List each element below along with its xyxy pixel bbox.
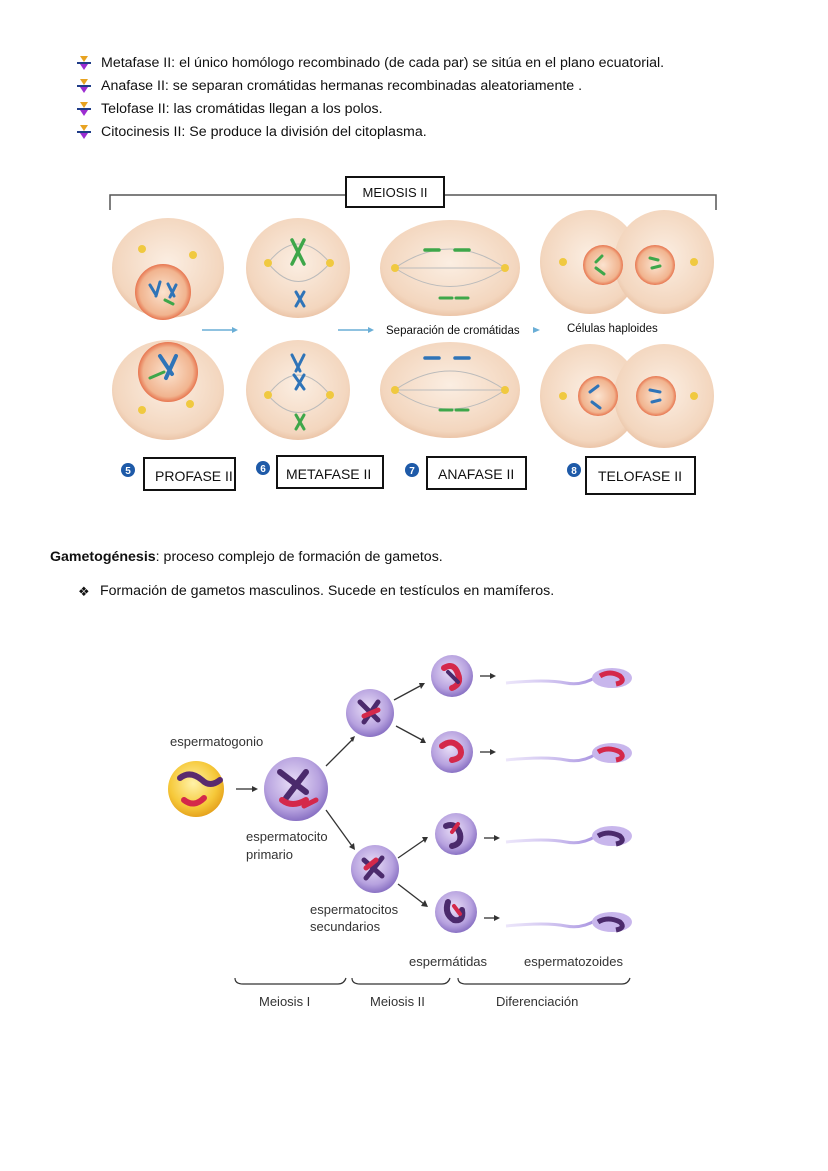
arrow-icon [393, 685, 421, 701]
primary-spermatocyte-label-1: espermatocito [246, 829, 328, 844]
arrow-icon [533, 327, 540, 333]
gametogenesis-definition: : proceso complejo de formación de gamet… [155, 549, 443, 565]
gametogenesis-paragraph: Gametogénesis: proceso complejo de forma… [50, 549, 443, 565]
spermatogonium-label: espermatogonio [170, 734, 263, 749]
spermatid-cell [431, 655, 473, 697]
bullet-text: Formación de gametos masculinos. Sucede … [100, 583, 555, 599]
stage-5: 5 PROFASE II [121, 457, 236, 491]
stage-number-badge [567, 463, 581, 477]
bullet-text: Anafase II: se separan cromátidas herman… [101, 78, 583, 94]
stage-number: 5 [125, 466, 131, 477]
spermatid-cell [435, 813, 477, 855]
list-item: Citocinesis II: Se produce la división d… [76, 121, 664, 144]
bullet-text: Metafase II: el único homólogo recombina… [101, 55, 665, 71]
down-arrow-bullet-icon [77, 102, 91, 116]
spermatids-label: espermátidas [409, 954, 488, 969]
spermatogonium-cell [168, 761, 224, 817]
spermatid-cell [431, 731, 473, 773]
arrow-icon [395, 725, 423, 741]
spermatogenesis-illustration: espermatogonio espermatocito primario [168, 655, 632, 1009]
bullet-text: Citocinesis II: Se produce la división d… [101, 124, 427, 140]
arrow-icon [325, 809, 353, 847]
anaphase-ii-cell-bottom [380, 342, 520, 438]
phase-label: Meiosis II [370, 994, 425, 1009]
list-item: Anafase II: se separan cromátidas herman… [76, 75, 664, 98]
arrow-icon [397, 839, 425, 859]
down-arrow-bullet-icon [77, 56, 91, 70]
meiosis-title-box [345, 176, 445, 208]
stage-number-badge [405, 463, 419, 477]
spermatogenesis-figure: espermatogonio espermatocito primario [0, 620, 828, 1030]
spermatid-cell [435, 891, 477, 933]
primary-spermatocyte-label-2: primario [246, 847, 293, 862]
stage-6: 6 METAFASE II [256, 455, 384, 489]
stage-8: 8 TELOFASE II [567, 456, 696, 495]
telophase-ii-cells-top [540, 210, 714, 314]
prophase-ii-cell-top [112, 218, 224, 320]
down-arrow-bullet-icon [77, 79, 91, 93]
spermatozoon [505, 912, 632, 933]
secondary-spermatocytes-label-2: secundarios [310, 919, 381, 934]
bullet-text: Telofase II: las cromátidas llegan a los… [101, 101, 383, 117]
phase-label: Diferenciación [496, 994, 578, 1009]
separation-label: Separación de cromátidas [386, 325, 520, 337]
down-arrow-bullet-icon [77, 125, 91, 139]
spermatozoa-label: espermatozoides [524, 954, 623, 969]
prophase-ii-cell-bottom [112, 340, 224, 440]
metaphase-ii-cell-bottom [246, 340, 350, 440]
stage-number-badge [121, 463, 135, 477]
spermatozoon [505, 743, 632, 763]
arrow-icon [325, 739, 353, 767]
stage-number: 7 [409, 466, 415, 477]
stage-label: METAFASE II [286, 466, 371, 482]
phase-bracket-meiosis-i [234, 977, 347, 985]
stage-number: 8 [571, 466, 577, 477]
list-item: Metafase II: el único homólogo recombina… [76, 52, 664, 75]
arrow-icon [397, 883, 425, 905]
primary-spermatocyte-cell [264, 757, 328, 821]
phase-label: Meiosis I [259, 994, 310, 1009]
list-item: Telofase II: las cromátidas llegan a los… [76, 98, 664, 121]
secondary-spermatocytes-label-1: espermatocitos [310, 902, 399, 917]
phase-bracket-differentiation [457, 977, 631, 985]
diamond-bullet-icon: ❖ [78, 584, 90, 599]
secondary-spermatocyte-cell [351, 845, 399, 893]
arrow-icon [480, 673, 500, 921]
metaphase-ii-cell-top [246, 218, 350, 318]
meiosis-ii-illustration: MEIOSIS II [109, 176, 717, 495]
stage-label: ANAFASE II [438, 466, 514, 482]
stage-number-badge [256, 461, 270, 475]
telophase-ii-cells-bottom [540, 344, 714, 448]
secondary-spermatocyte-cell [346, 689, 394, 737]
phase-bracket-meiosis-ii [351, 977, 451, 985]
stage-number: 6 [260, 464, 266, 475]
stage-label: TELOFASE II [598, 468, 682, 484]
anaphase-ii-cell-top [380, 220, 520, 316]
gametogenesis-term: Gametogénesis [50, 549, 156, 565]
meiosis-title: MEIOSIS II [362, 185, 427, 200]
meiosis-ii-figure: MEIOSIS II [0, 0, 828, 520]
haploid-label: Células haploides [567, 323, 658, 335]
spermatozoon [505, 668, 632, 688]
stage-label: PROFASE II [155, 468, 233, 484]
list-item: ❖ Formación de gametos masculinos. Suced… [78, 583, 554, 599]
spermatozoon [505, 826, 632, 847]
meiosis-phase-list: Metafase II: el único homólogo recombina… [76, 52, 664, 144]
stage-7: 7 ANAFASE II [405, 456, 527, 490]
